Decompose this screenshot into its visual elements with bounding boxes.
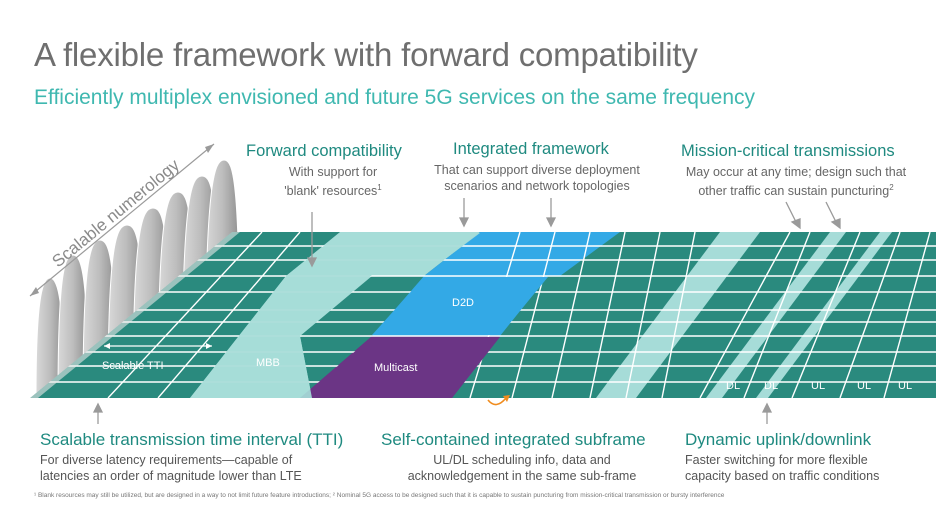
forward-line2: 'blank' resources1 bbox=[246, 180, 420, 199]
loop-arrow-icon bbox=[487, 397, 507, 406]
tti-heading: Scalable transmission time interval (TTI… bbox=[40, 430, 344, 449]
subframe-text: UL/DL scheduling info, data and acknowle… bbox=[380, 452, 664, 484]
integrated-heading: Integrated framework bbox=[453, 140, 609, 158]
tti-text: For diverse latency requirements—capable… bbox=[40, 452, 370, 484]
dynamic-heading: Dynamic uplink/downlink bbox=[685, 430, 872, 449]
dynamic-text: Faster switching for more flexible capac… bbox=[685, 452, 925, 484]
tti-line1: For diverse latency requirements—capable… bbox=[40, 453, 293, 467]
footnote-ref-2: 2 bbox=[889, 183, 894, 192]
numerology-arrow bbox=[29, 143, 215, 297]
subframe-line2: acknowledgement in the same sub-frame bbox=[407, 469, 637, 483]
resource-plane bbox=[30, 232, 936, 398]
tti-line2: latencies an order of magnitude lower th… bbox=[40, 469, 302, 483]
dl-ul-label: UL bbox=[857, 380, 871, 392]
mission-line2: other traffic can sustain puncturing2 bbox=[664, 180, 928, 199]
forward-compat-text: With support for 'blank' resources1 bbox=[246, 164, 420, 199]
pointer-arrows bbox=[92, 198, 841, 424]
dl-ul-label: DL bbox=[764, 380, 778, 392]
mission-line1: May occur at any time; design such that bbox=[685, 165, 907, 179]
footnote: ¹ Blank resources may still be utilized,… bbox=[34, 492, 725, 499]
tti-arrow bbox=[104, 343, 212, 349]
page-title: A flexible framework with forward compat… bbox=[34, 36, 698, 73]
mission-text: May occur at any time; design such that … bbox=[664, 164, 928, 199]
mission-line2-text: other traffic can sustain puncturing bbox=[698, 184, 890, 199]
footnote-ref-1: 1 bbox=[377, 183, 382, 192]
dl-ul-label: DL bbox=[726, 380, 740, 392]
forward-line2-text: 'blank' resources bbox=[284, 184, 378, 199]
page-subtitle: Efficiently multiplex envisioned and fut… bbox=[34, 86, 755, 109]
subframe-heading: Self-contained integrated subframe bbox=[381, 430, 646, 449]
integrated-line2: scenarios and network topologies bbox=[444, 179, 630, 193]
multicast-label: Multicast bbox=[374, 362, 417, 374]
mission-heading: Mission-critical transmissions bbox=[681, 142, 895, 160]
mbb-label: MBB bbox=[256, 357, 280, 369]
integrated-text: That can support diverse deployment scen… bbox=[402, 162, 672, 194]
tti-label: Scalable TTI bbox=[102, 360, 164, 372]
subframe-line1: UL/DL scheduling info, data and bbox=[433, 453, 611, 467]
dynamic-line2: capacity based on traffic conditions bbox=[685, 469, 880, 483]
forward-line1: With support for bbox=[288, 165, 378, 179]
forward-compat-heading: Forward compatibility bbox=[246, 142, 402, 160]
d2d-label: D2D bbox=[452, 297, 474, 309]
dl-ul-label: UL bbox=[811, 380, 825, 392]
loop-arrow-head-icon bbox=[503, 395, 510, 402]
dynamic-line1: Faster switching for more flexible bbox=[685, 453, 868, 467]
dl-ul-label: UL bbox=[898, 380, 912, 392]
integrated-line1: That can support diverse deployment bbox=[434, 163, 640, 177]
